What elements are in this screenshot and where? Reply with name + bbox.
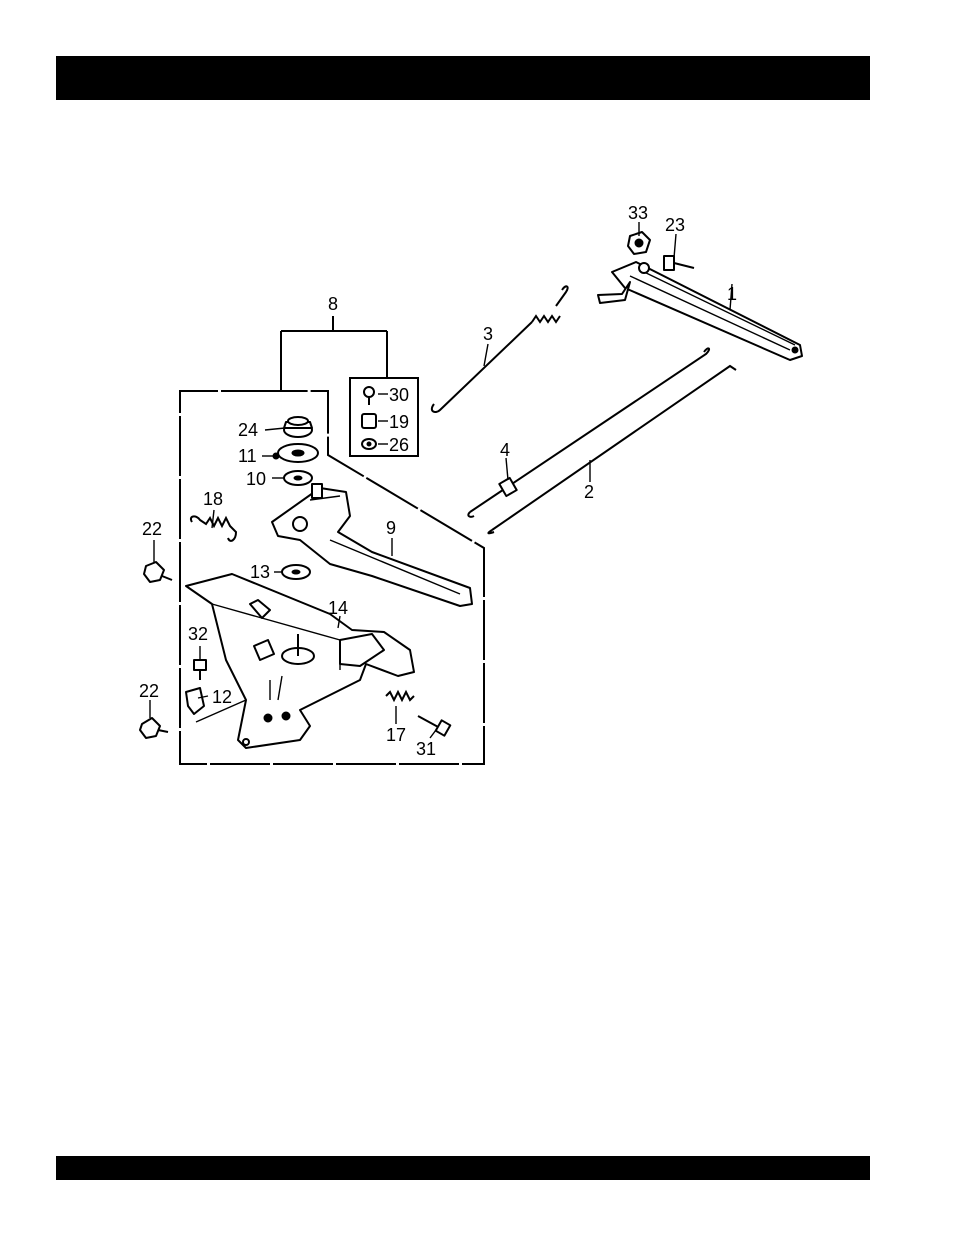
callout-32: 32 bbox=[188, 624, 208, 644]
screw-30 bbox=[364, 387, 374, 405]
callout-3: 3 bbox=[483, 324, 493, 344]
callout-8: 8 bbox=[328, 294, 338, 314]
callout-2: 2 bbox=[584, 482, 594, 502]
bolt-23 bbox=[664, 256, 694, 270]
control-base-14 bbox=[186, 574, 414, 748]
callout-4: 4 bbox=[500, 440, 510, 460]
nut-24 bbox=[284, 417, 312, 437]
washer-26 bbox=[362, 439, 376, 449]
callout-30: 30 bbox=[389, 385, 409, 405]
callout-24: 24 bbox=[238, 420, 258, 440]
callout-12: 12 bbox=[212, 687, 232, 707]
callout-18: 18 bbox=[203, 489, 223, 509]
callout-22-lower: 22 bbox=[139, 681, 159, 701]
callout-17: 17 bbox=[386, 725, 406, 745]
callout-31: 31 bbox=[416, 739, 436, 759]
callout-22-upper: 22 bbox=[142, 519, 162, 539]
spring-4 bbox=[499, 478, 516, 496]
washer-10 bbox=[284, 471, 312, 485]
collar-19 bbox=[362, 414, 376, 428]
bolt-32 bbox=[194, 660, 206, 680]
callout-33: 33 bbox=[628, 203, 648, 223]
bolt-22-upper bbox=[144, 562, 172, 582]
callout-11: 11 bbox=[238, 446, 257, 466]
callout-9: 9 bbox=[386, 518, 396, 538]
callout-26: 26 bbox=[389, 435, 409, 455]
governor-arm bbox=[598, 262, 802, 360]
footer-bar bbox=[56, 1156, 870, 1180]
spring-rod-3 bbox=[432, 286, 568, 412]
washer-11 bbox=[273, 444, 318, 462]
callout-1: 1 bbox=[727, 284, 737, 304]
callout-19: 19 bbox=[389, 412, 409, 432]
callout-10: 10 bbox=[246, 469, 266, 489]
callout-13: 13 bbox=[250, 562, 270, 582]
callout-23: 23 bbox=[665, 215, 685, 235]
bolt-22-lower bbox=[140, 718, 168, 738]
callout-14: 14 bbox=[328, 598, 348, 618]
throttle-lever-9 bbox=[272, 484, 472, 606]
spring-17 bbox=[386, 692, 414, 700]
washer-13 bbox=[282, 565, 310, 579]
